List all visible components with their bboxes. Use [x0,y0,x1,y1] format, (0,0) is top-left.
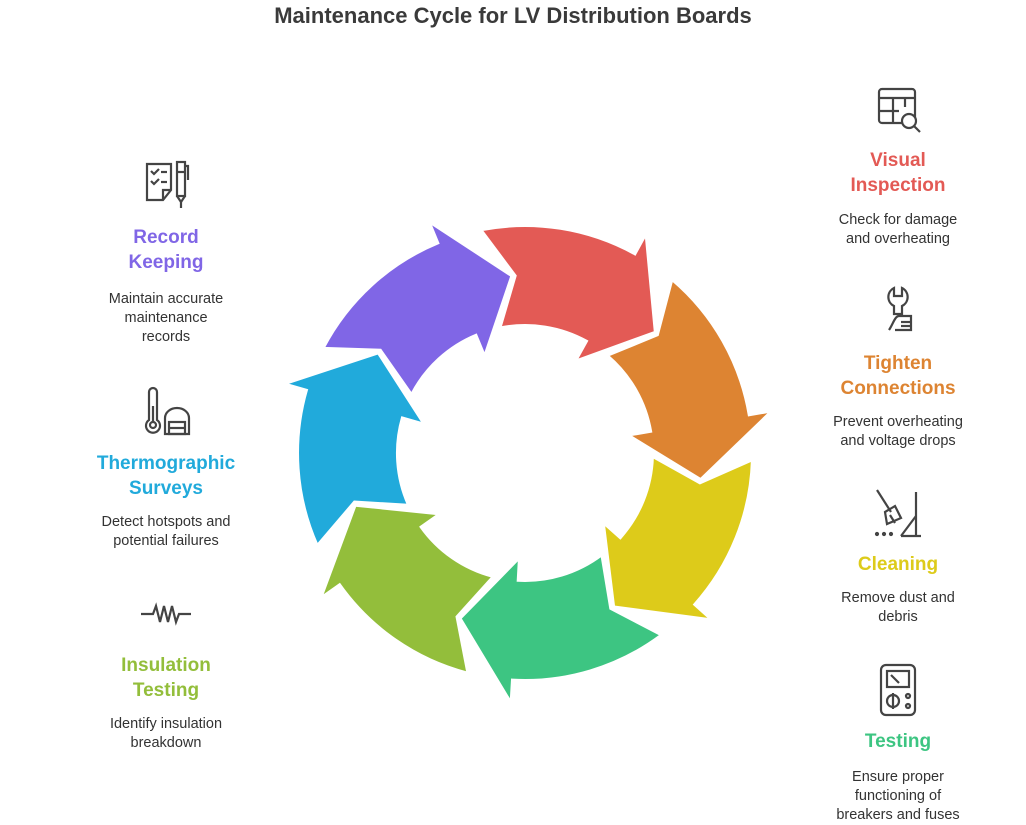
desc-line: and voltage drops [840,433,956,449]
desc-line: Prevent overheating [833,414,963,430]
resistor-wave-icon [66,587,266,641]
title-line: Surveys [129,478,203,499]
step-title-cleaning: Cleaning [798,552,998,577]
title-line: Record [133,227,199,248]
title-line: Inspection [850,175,946,196]
desc-line: breakers and fuses [836,807,960,823]
desc-line: Detect hotspots and [101,514,231,530]
cycle-arrow-visual-inspection [479,225,656,363]
cycle-arrow-cleaning [602,455,753,621]
title-line: Thermographic [96,453,236,474]
title-line: Cleaning [857,554,939,575]
desc-line: and overheating [846,231,950,247]
desc-line: Identify insulation [109,716,223,732]
desc-line: Check for damage [838,212,958,228]
step-desc-insulation-testing: Identify insulation breakdown [66,715,266,753]
desc-line: maintenance [124,310,208,326]
cycle-arrow-testing [459,553,663,705]
desc-line: breakdown [130,735,202,751]
title-line: Testing [864,731,932,752]
cycle-arrow-insulation-testing [319,504,495,674]
desc-line: potential failures [113,533,219,549]
desc-line: records [141,329,191,345]
step-desc-testing: Ensure proper functioning of breakers and … [798,768,998,825]
thermometer-icon [66,386,266,440]
title-line: Tighten [863,353,933,374]
broom-icon [798,486,998,540]
desc-line: Remove dust and [841,590,955,606]
checklist-pen-icon [66,158,266,212]
table-search-icon [798,83,998,137]
step-desc-visual-inspection: Check for damage and overheating [798,211,998,249]
cycle-arrow-tighten-connections [606,278,774,481]
wrench-hand-icon [798,284,998,338]
desc-line: Ensure proper [852,769,944,785]
step-desc-cleaning: Remove dust and debris [798,589,998,627]
title-line: Testing [132,680,200,701]
cycle-arrow-thermographic-surveys [282,352,426,547]
cycle-arrow-record-keeping [322,220,513,396]
title-line: Keeping [128,252,204,273]
step-title-testing: Testing [798,729,998,754]
title-line: Insulation [121,655,211,676]
desc-line: functioning of [854,788,942,804]
diagram-title: Maintenance Cycle for LV Distribution Bo… [274,3,752,28]
title-line: Connections [840,378,956,399]
desc-line: Maintain accurate [108,291,224,307]
desc-line: debris [878,609,918,625]
step-desc-record-keeping: Maintain accurate maintenance records [66,290,266,347]
title-line: Visual [870,150,926,171]
step-desc-tighten-connections: Prevent overheating and voltage drops [798,413,998,451]
step-desc-thermographic-surveys: Detect hotspots and potential failures [66,513,266,551]
multimeter-icon [798,663,998,717]
